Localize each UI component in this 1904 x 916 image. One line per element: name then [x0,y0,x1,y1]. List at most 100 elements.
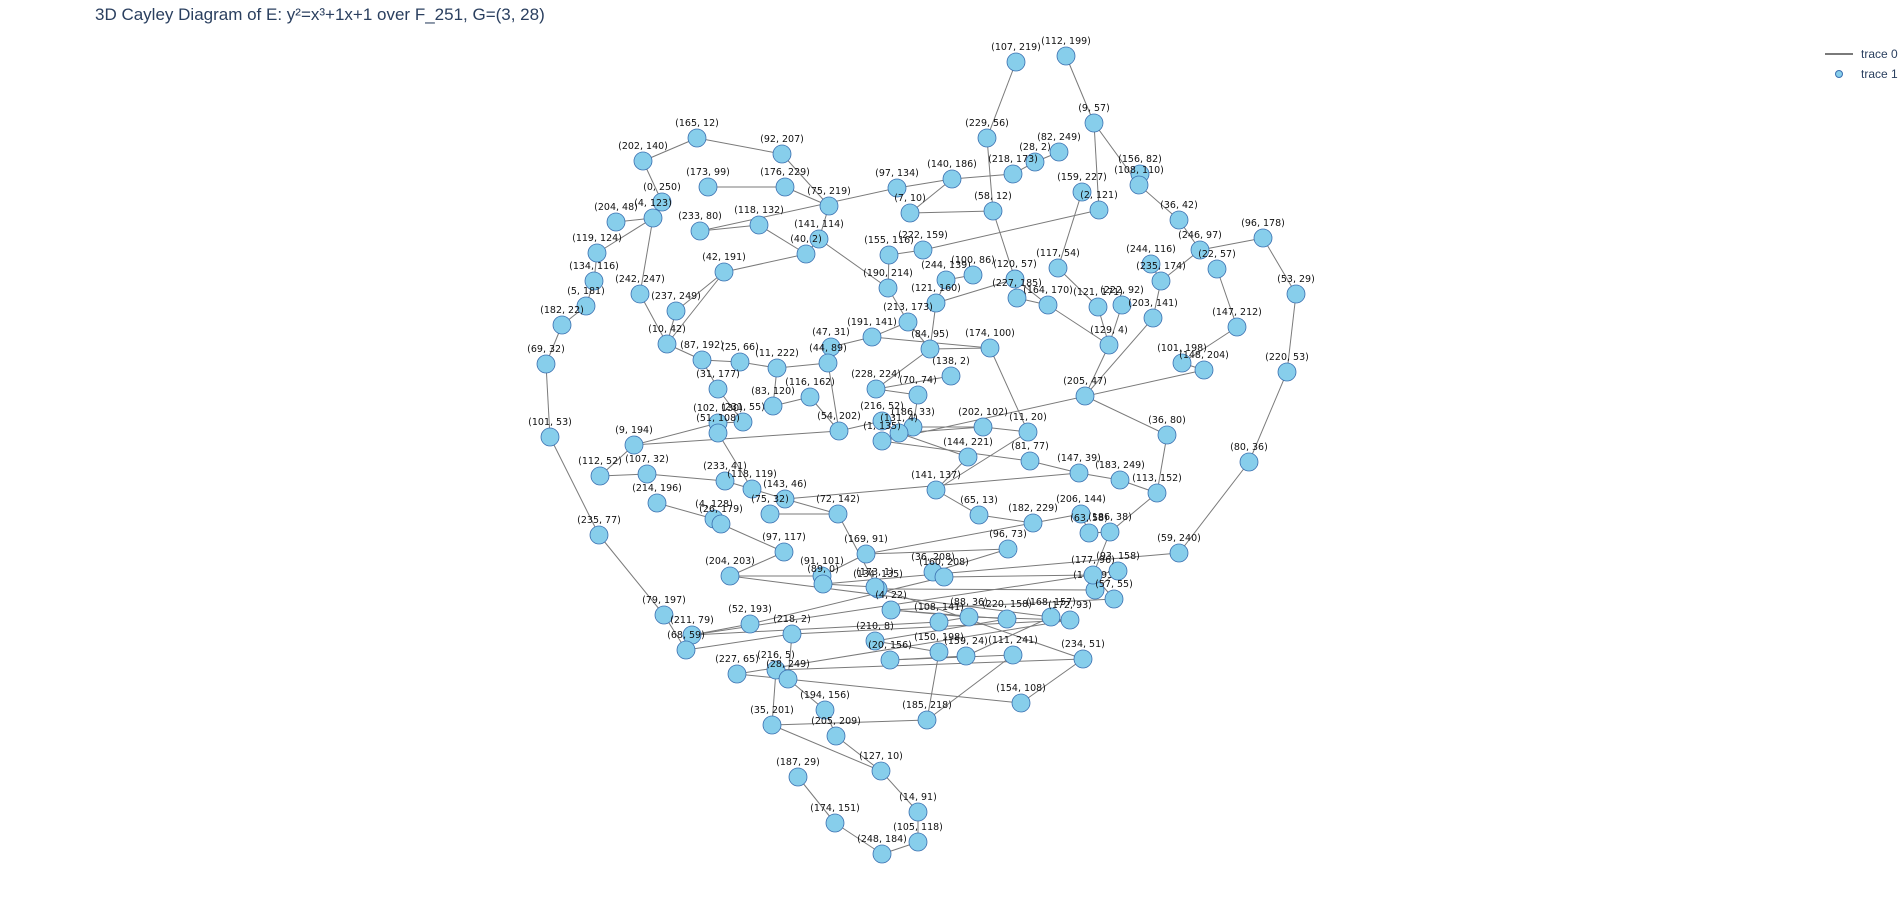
graph-node[interactable]: (2, 121) [1080,190,1118,220]
node-marker[interactable] [856,544,876,564]
node-marker[interactable] [590,466,610,486]
node-marker[interactable] [1038,295,1058,315]
graph-node[interactable]: (150, 198) [914,632,964,662]
graph-node[interactable]: (140, 186) [927,159,977,189]
graph-node[interactable]: (35, 201) [750,705,794,735]
graph-node[interactable]: (176, 229) [760,167,810,197]
graph-node[interactable]: (159, 227) [1057,172,1107,202]
graph-node[interactable]: (70, 74) [899,375,937,405]
graph-node[interactable]: (113, 152) [1132,473,1182,503]
node-marker[interactable] [727,664,747,684]
graph-node[interactable]: (72, 142) [816,494,860,524]
node-marker[interactable] [865,577,885,597]
node-marker[interactable] [1088,297,1108,317]
graph-node[interactable]: (172, 93) [1048,600,1092,630]
graph-node[interactable]: (28, 249) [766,659,810,689]
graph-node[interactable]: (101, 198) [1157,343,1207,373]
graph-node[interactable]: (187, 29) [776,757,820,787]
node-marker[interactable] [1020,451,1040,471]
graph-node[interactable]: (108, 141) [914,602,964,632]
graph-node[interactable]: (222, 92) [1100,285,1144,315]
node-marker[interactable] [536,354,556,374]
node-marker[interactable] [997,609,1017,629]
node-marker[interactable] [898,312,918,332]
graph-node[interactable]: (168, 157) [1026,597,1076,627]
node-marker[interactable] [1041,607,1061,627]
graph-node[interactable]: (120, 57) [993,259,1037,289]
graph-node[interactable]: (205, 47) [1063,376,1107,406]
node-marker[interactable] [1112,295,1132,315]
graph-node[interactable]: (9, 57) [1078,103,1110,133]
node-marker[interactable] [788,767,808,787]
graph-node[interactable]: (82, 249) [1037,132,1081,162]
legend[interactable]: trace 0 trace 1 [1825,47,1898,81]
node-marker[interactable] [929,612,949,632]
node-marker[interactable] [1006,52,1026,72]
graph-node[interactable]: (68, 59) [667,630,705,660]
node-marker[interactable] [1129,175,1149,195]
node-marker[interactable] [908,385,928,405]
graph-node[interactable]: (22, 57) [1198,249,1236,279]
node-marker[interactable] [584,271,604,291]
node-marker[interactable] [936,270,956,290]
graph-node[interactable]: (112, 199) [1041,36,1091,66]
legend-item-trace-1[interactable]: trace 1 [1835,67,1899,81]
graph-node[interactable]: (185, 218) [902,700,952,730]
node-marker[interactable] [657,334,677,354]
graph-node[interactable]: (121, 171) [1073,287,1123,317]
node-marker[interactable] [782,624,802,644]
node-marker[interactable] [942,169,962,189]
graph-node[interactable]: (5, 181) [567,286,605,316]
node-marker[interactable] [941,366,961,386]
node-marker[interactable] [1141,254,1161,274]
node-marker[interactable] [606,212,626,232]
graph-node[interactable]: (80, 36) [1230,442,1268,472]
node-marker[interactable] [711,514,731,534]
graph-node[interactable]: (93, 158) [1096,551,1140,581]
node-marker[interactable] [819,196,839,216]
graph-node[interactable]: (84, 95) [911,329,949,359]
node-marker[interactable] [742,479,762,499]
node-marker[interactable] [708,379,728,399]
graph-node[interactable]: (101, 53) [528,417,572,447]
node-marker[interactable] [762,715,782,735]
node-marker[interactable] [1007,288,1027,308]
graph-node[interactable]: (65, 13) [960,495,998,525]
graph-node[interactable]: (117, 54) [1036,248,1080,278]
graph-node[interactable]: (75, 219) [807,186,851,216]
node-marker[interactable] [881,600,901,620]
graph-node[interactable]: (54, 202) [817,411,861,441]
node-marker[interactable] [1005,269,1025,289]
node-marker[interactable] [1060,610,1080,630]
graph-node[interactable]: (244, 116) [1126,244,1176,274]
node-marker[interactable] [872,844,892,864]
graph-node[interactable]: (233, 80) [678,211,722,241]
graph-node[interactable]: (52, 193) [728,604,772,634]
graph-node[interactable]: (220, 158) [982,599,1032,629]
node-marker[interactable] [826,726,846,746]
graph-node[interactable]: (233, 41) [703,461,747,491]
node-marker[interactable] [929,642,949,662]
graph-node[interactable]: (51, 108) [696,413,740,443]
node-marker[interactable] [1003,645,1023,665]
node-marker[interactable] [772,144,792,164]
graph-node[interactable]: (58, 12) [974,191,1012,221]
graph-node[interactable]: (118, 119) [727,469,777,499]
node-marker[interactable] [1018,422,1038,442]
graph-node[interactable]: (174, 151) [810,803,860,833]
node-marker[interactable] [775,177,795,197]
graph-node[interactable]: (79, 197) [642,595,686,625]
graph-node[interactable]: (242, 247) [615,274,665,304]
graph-node[interactable]: (194, 156) [800,690,850,720]
node-marker[interactable] [879,245,899,265]
node-marker[interactable] [825,813,845,833]
node-marker[interactable] [969,505,989,525]
node-marker[interactable] [1073,649,1093,669]
node-marker[interactable] [815,700,835,720]
node-marker[interactable] [676,640,696,660]
node-marker[interactable] [880,650,900,670]
node-marker[interactable] [654,605,674,625]
node-marker[interactable] [1253,228,1273,248]
node-marker[interactable] [829,421,849,441]
graph-node[interactable]: (248, 184) [857,834,907,864]
